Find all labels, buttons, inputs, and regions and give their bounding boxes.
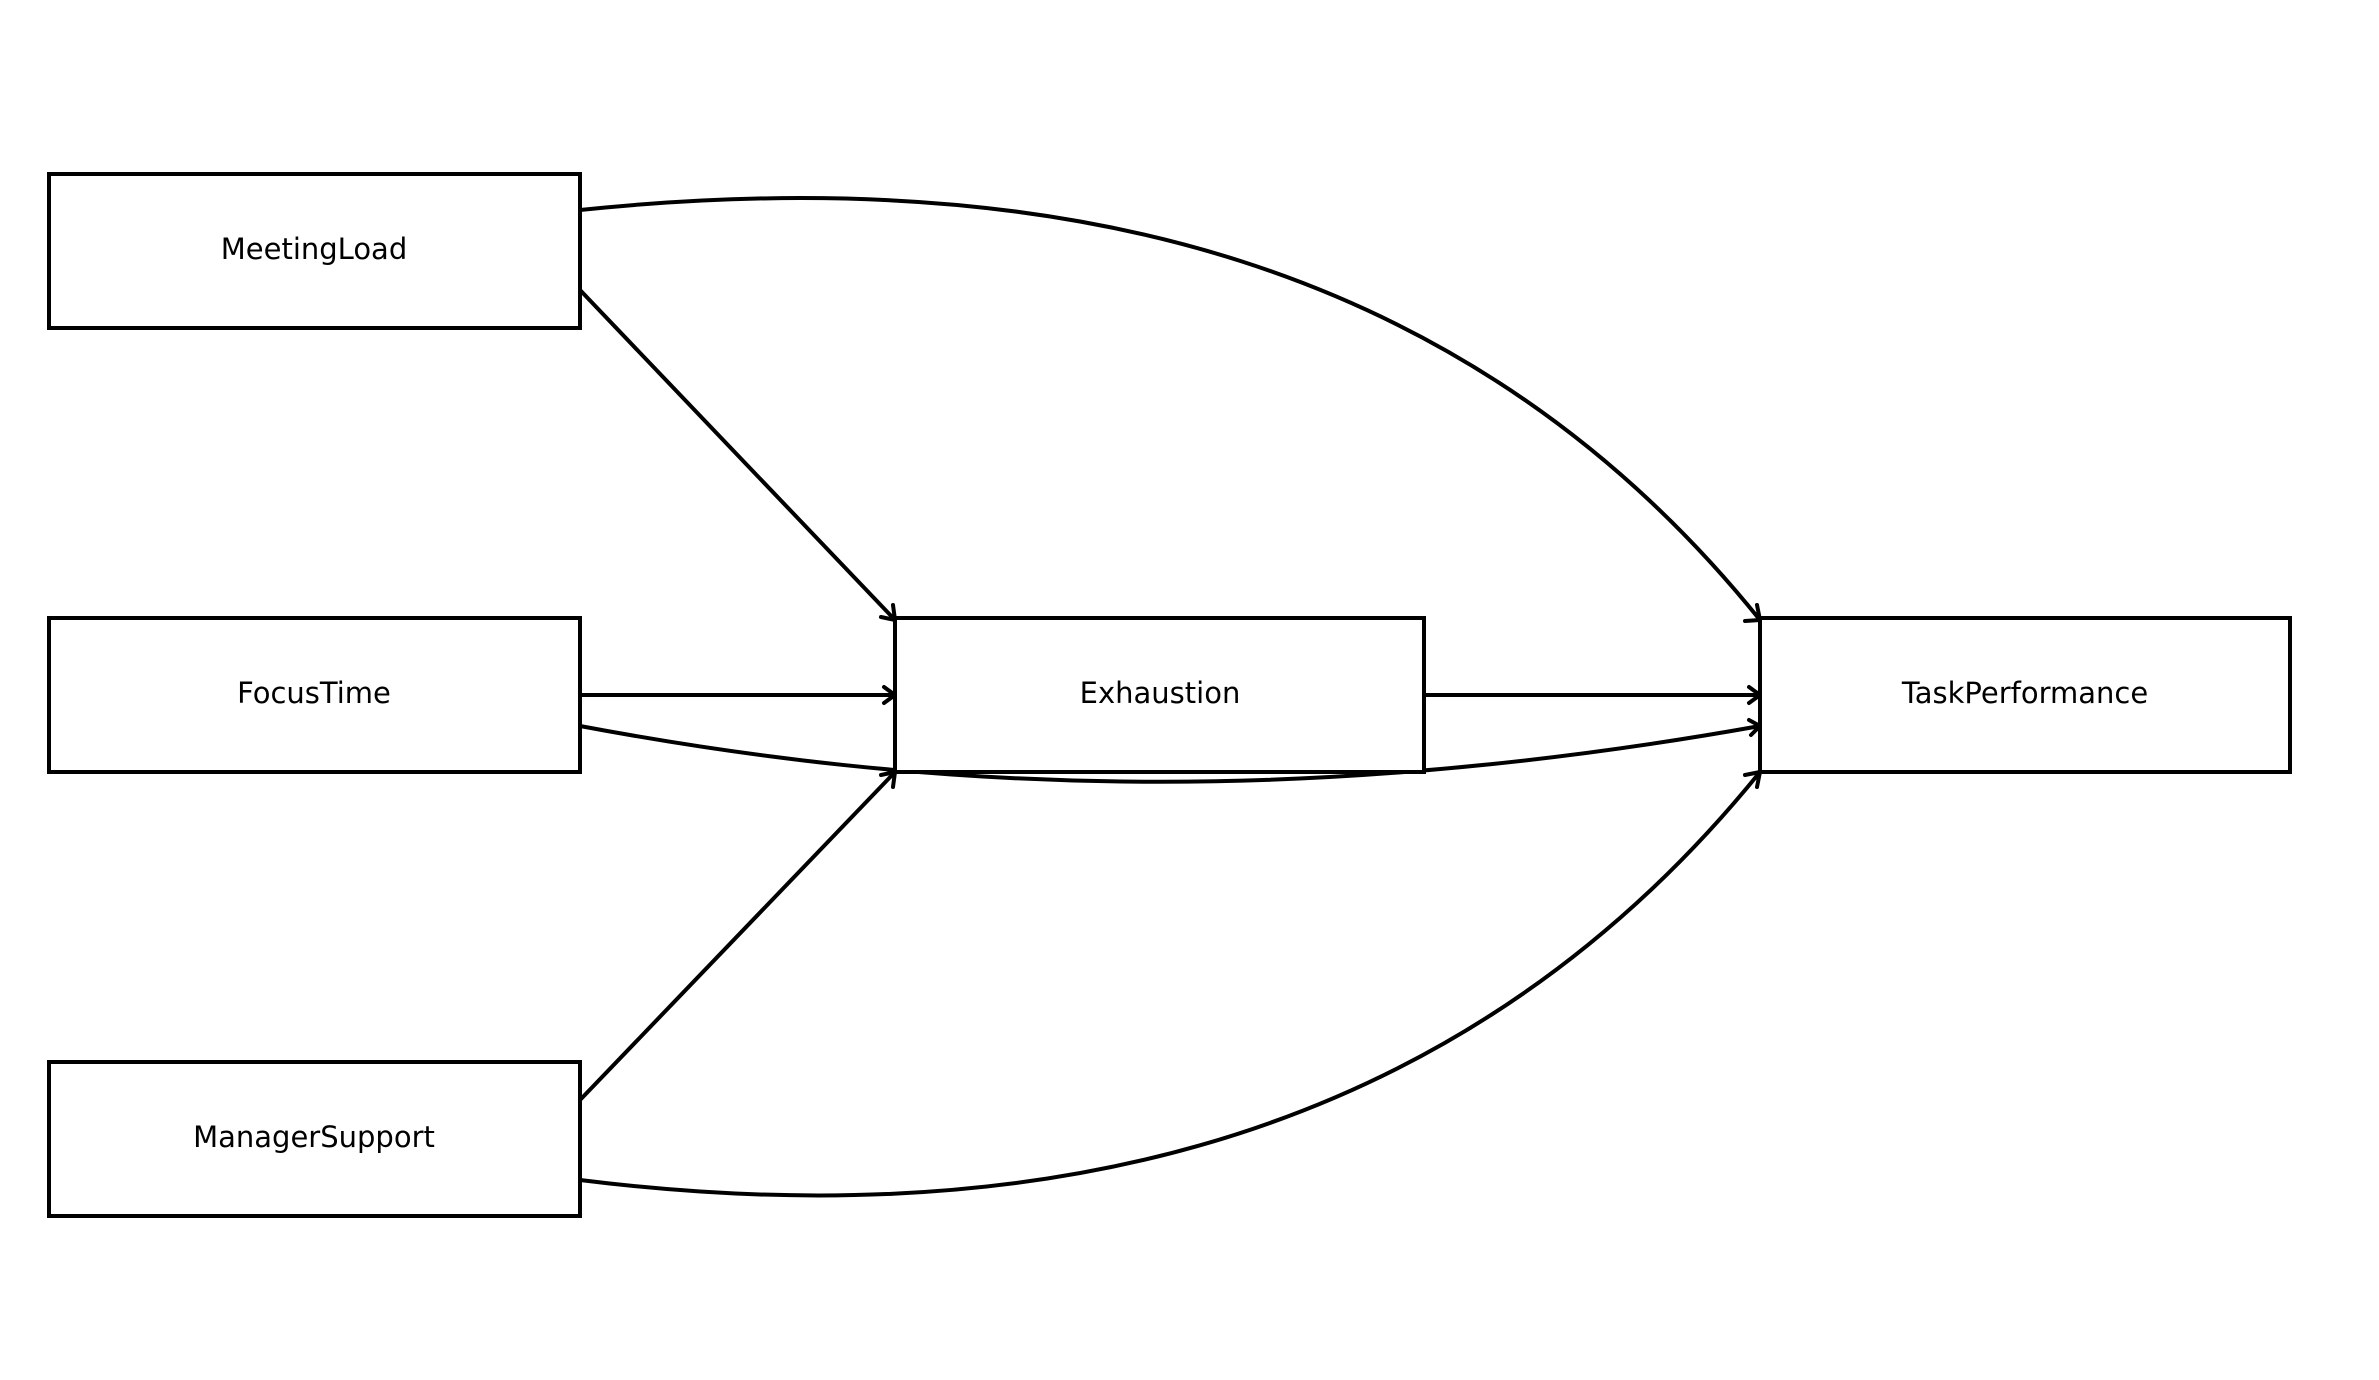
edge-meetingload-to-taskperformance: [578, 195, 1762, 622]
node-label-taskperformance: TaskPerformance: [1901, 676, 2148, 710]
edges: [578, 195, 1762, 1198]
node-box: [893, 616, 1426, 774]
node-label-exhaustion: Exhaustion: [1080, 676, 1241, 710]
node-taskperformance: TaskPerformance: [1758, 616, 2292, 774]
node-label-managersupport: ManagerSupport: [193, 1120, 435, 1154]
node-box: [47, 616, 582, 774]
node-meetingload: MeetingLoad: [47, 172, 582, 330]
node-managersupport: ManagerSupport: [47, 1060, 582, 1218]
node-label-focustime: FocusTime: [237, 676, 391, 710]
edge-meetingload-to-exhaustion: [578, 288, 897, 622]
node-focustime: FocusTime: [47, 616, 582, 774]
node-box: [47, 1060, 582, 1218]
node-exhaustion: Exhaustion: [893, 616, 1426, 774]
node-label-meetingload: MeetingLoad: [221, 232, 408, 266]
node-box: [1758, 616, 2292, 774]
node-box: [47, 172, 582, 330]
edge-managersupport-to-exhaustion: [578, 770, 897, 1102]
edge-focustime-to-taskperformance: [578, 724, 1762, 784]
edge-managersupport-to-taskperformance: [578, 770, 1762, 1198]
